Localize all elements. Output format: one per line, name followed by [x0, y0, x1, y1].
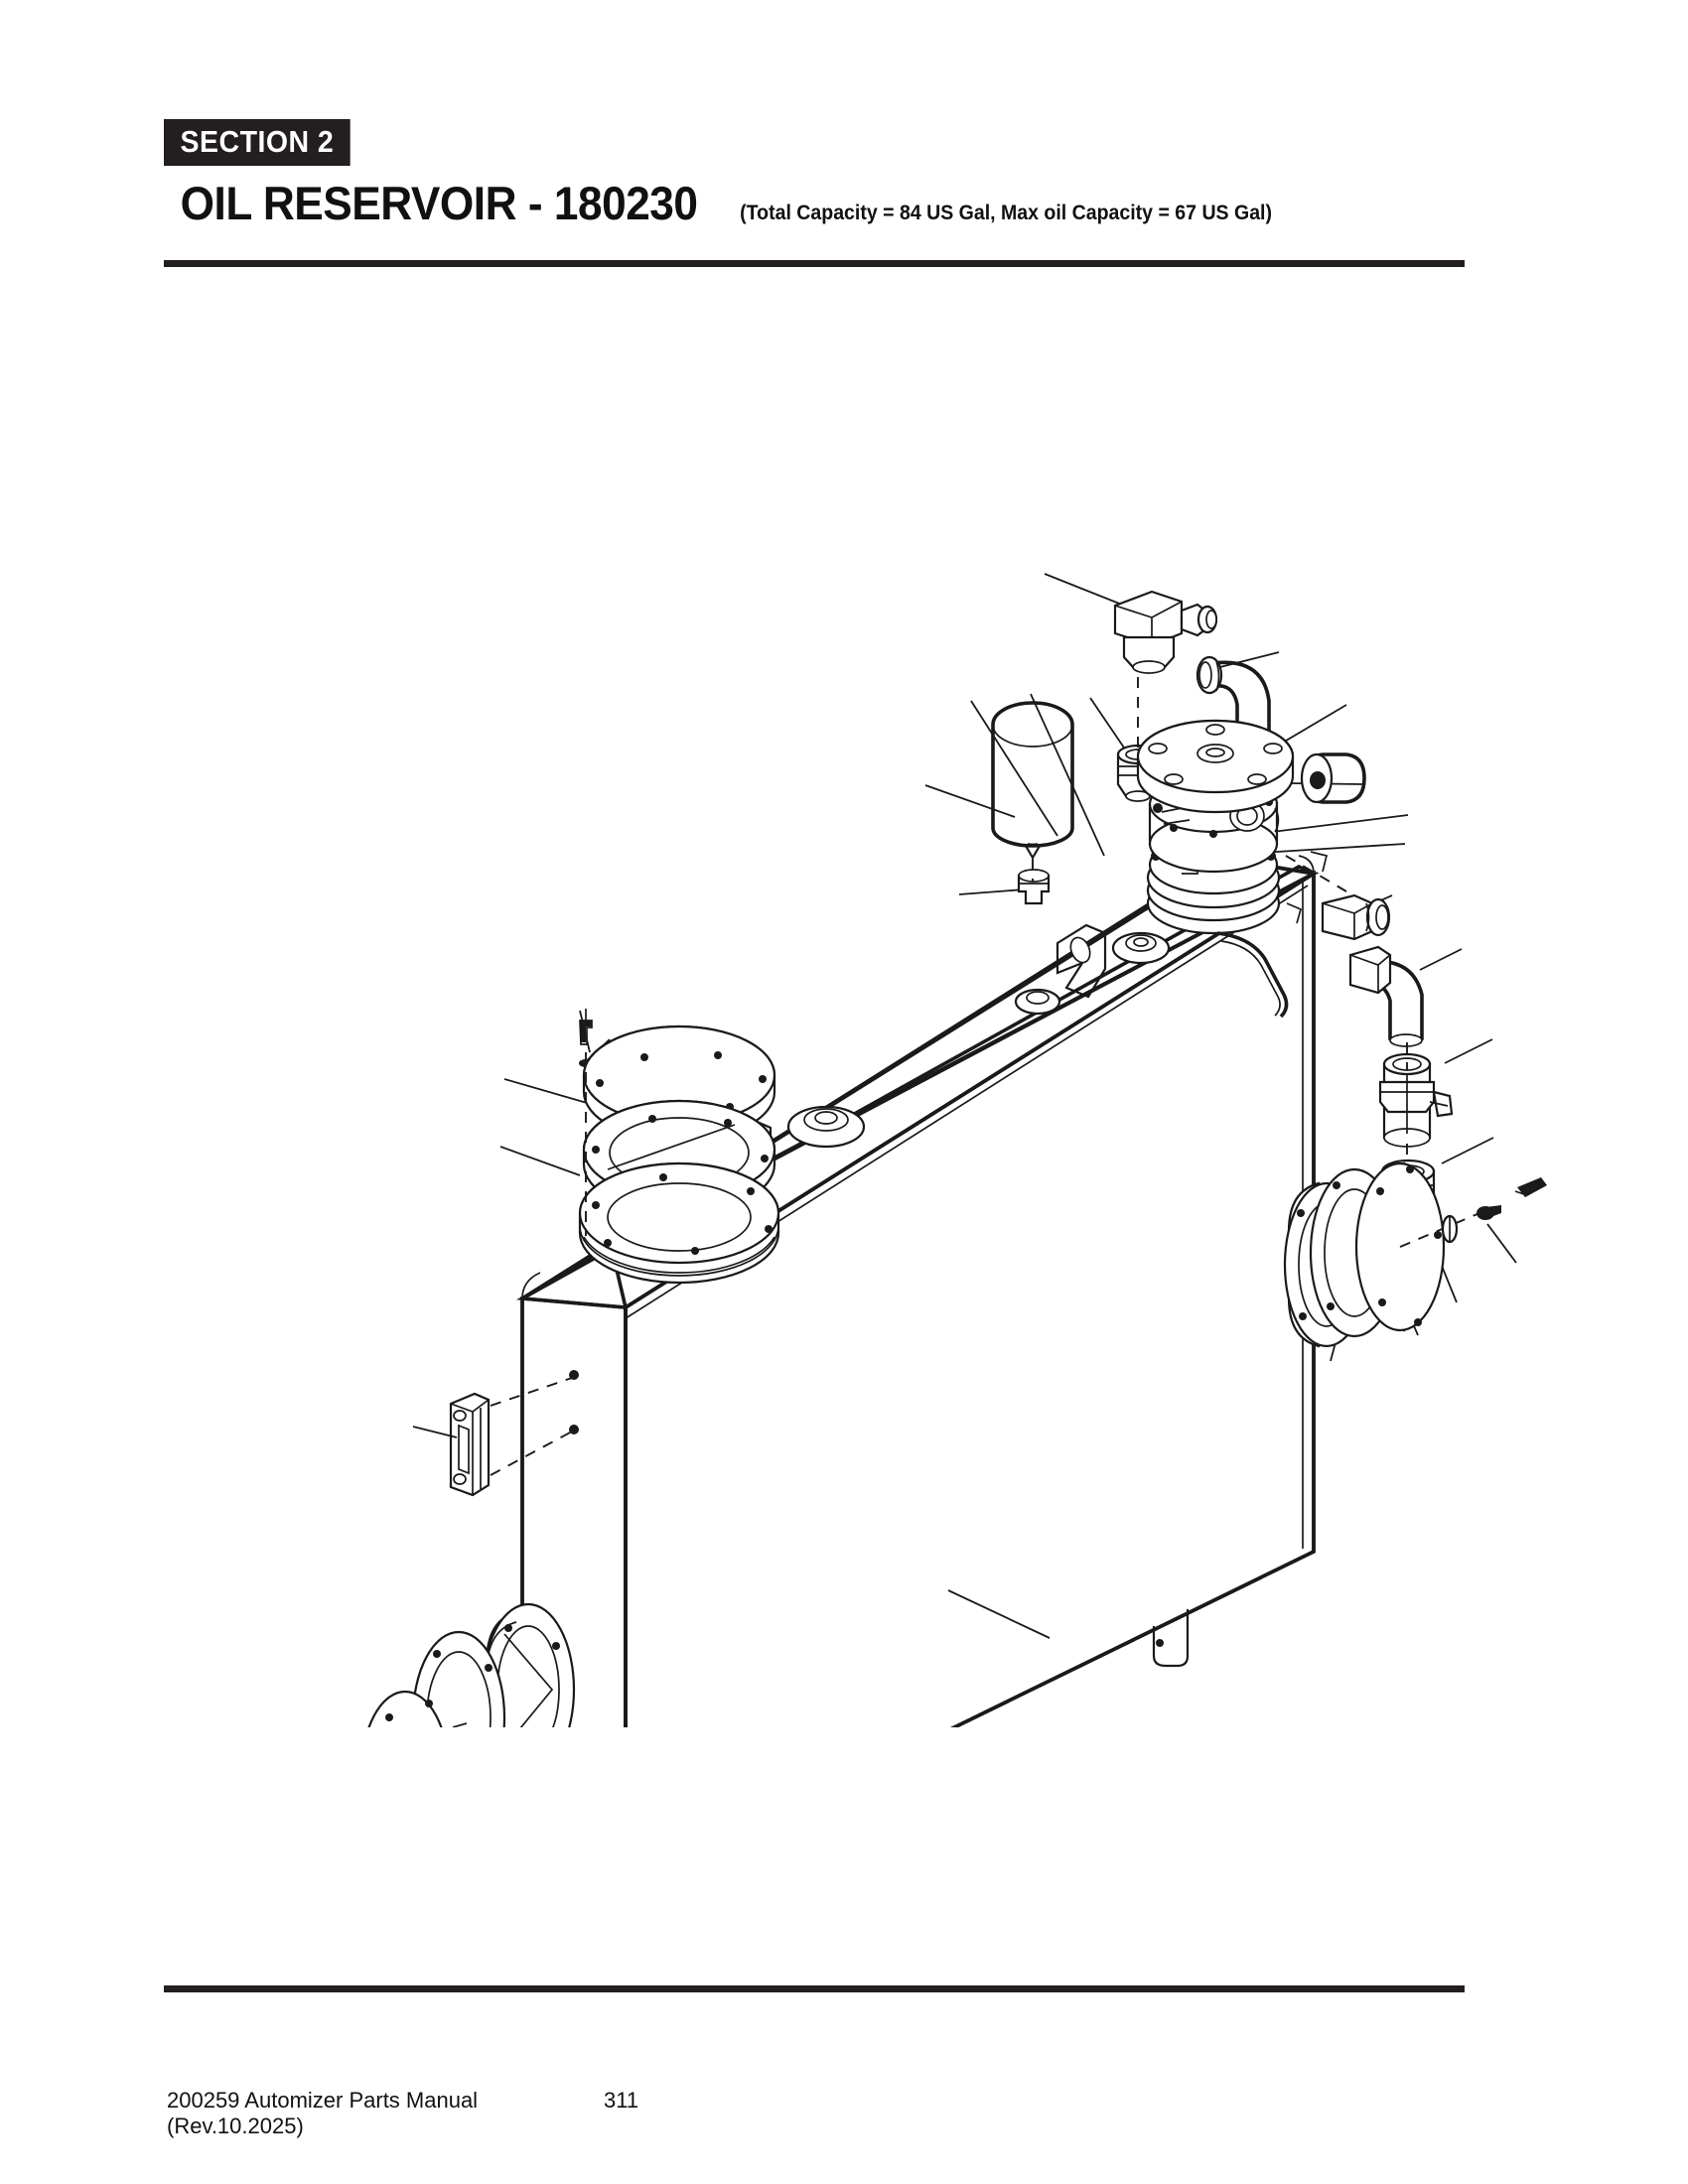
lifting-lug-rear — [1055, 923, 1107, 999]
sight-level-gauge — [449, 1392, 491, 1497]
gauge-lower-centerline — [490, 1431, 573, 1476]
reservoir-tank-body — [515, 855, 1320, 1727]
gauge-lower-stud — [569, 1425, 579, 1434]
side-cover-bolt-head — [1477, 1205, 1501, 1220]
round-plug-cap — [1300, 752, 1366, 804]
page-title: OIL RESERVOIR - 180230 — [180, 177, 698, 229]
right-valve-body — [1378, 1052, 1454, 1148]
side-cover-bolt — [1514, 1177, 1547, 1197]
leader-lines — [403, 573, 1517, 1727]
footer-document-title: 200259 Automizer Parts Manual (Rev.10.20… — [167, 2088, 479, 2138]
page-footer: 200259 Automizer Parts Manual (Rev.10.20… — [167, 2088, 1477, 2139]
bottom-access-cover-plate — [367, 1690, 443, 1727]
page-header: SECTION 2 OIL RESERVOIR - 180230 (Total … — [164, 119, 1475, 230]
gauge-upper-centerline — [490, 1377, 573, 1407]
right-elbow-fitting — [1348, 945, 1424, 1047]
top-access-flange-ring — [578, 1161, 780, 1285]
header-rule — [164, 260, 1465, 267]
top-access-bolt — [579, 1009, 593, 1045]
footer-rule — [164, 1985, 1465, 1992]
footer-page-number: 311 — [604, 2088, 639, 2113]
bottom-access-gasket — [411, 1630, 506, 1727]
top-elbow-fitting — [1113, 590, 1218, 674]
oil-reservoir-exploded-diagram — [159, 407, 1549, 1727]
filter-canister — [991, 701, 1074, 861]
top-port-boss-small — [1014, 988, 1061, 1016]
right-hex-fitting — [1321, 893, 1391, 941]
section-badge: SECTION 2 — [164, 119, 351, 166]
top-port-boss-front — [786, 1105, 866, 1149]
side-cover-centerline — [1399, 1212, 1480, 1248]
tank-foot — [1152, 1609, 1190, 1668]
page-subtitle: (Total Capacity = 84 US Gal, Max oil Cap… — [740, 202, 1273, 224]
title-row: OIL RESERVOIR - 180230 (Total Capacity =… — [164, 176, 1475, 230]
top-port-boss-rear — [1111, 931, 1171, 965]
gauge-upper-stud — [569, 1370, 579, 1380]
side-cover-washer — [1441, 1214, 1459, 1244]
canister-drain-bolt — [1017, 869, 1051, 905]
manifold-flange-body — [1136, 719, 1295, 935]
